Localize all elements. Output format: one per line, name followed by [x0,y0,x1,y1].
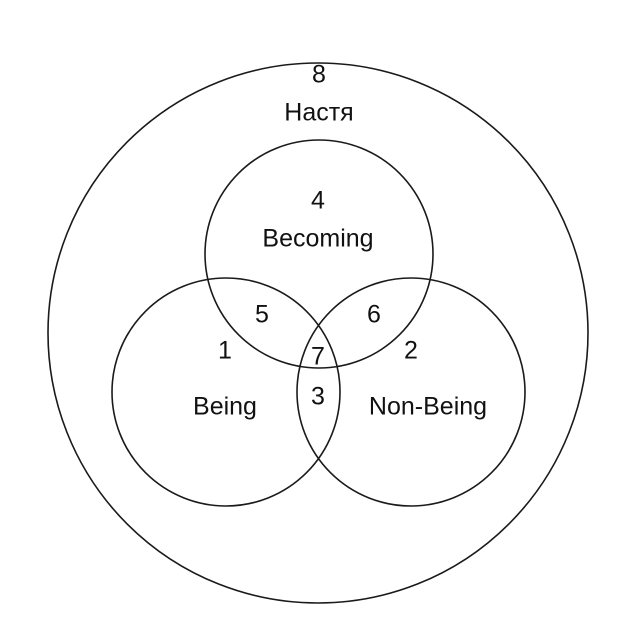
region-2-number: 2 [404,337,418,365]
region-3-number: 3 [311,383,325,411]
region-8-number: 8 [312,61,326,89]
region-5-number: 5 [255,301,269,329]
region-2-name: Non-Being [369,393,487,421]
region-7-number: 7 [311,343,325,371]
region-6-number: 6 [367,301,381,329]
region-4-name: Becoming [262,225,373,253]
circle-non-being [296,277,526,507]
region-1-name: Being [193,393,257,421]
region-4-number: 4 [311,187,325,215]
region-1-number: 1 [218,337,232,365]
outer-circle-nastya [47,62,589,604]
circle-being [111,277,341,507]
circle-becoming [204,139,434,369]
region-8-name: Настя [284,99,353,127]
